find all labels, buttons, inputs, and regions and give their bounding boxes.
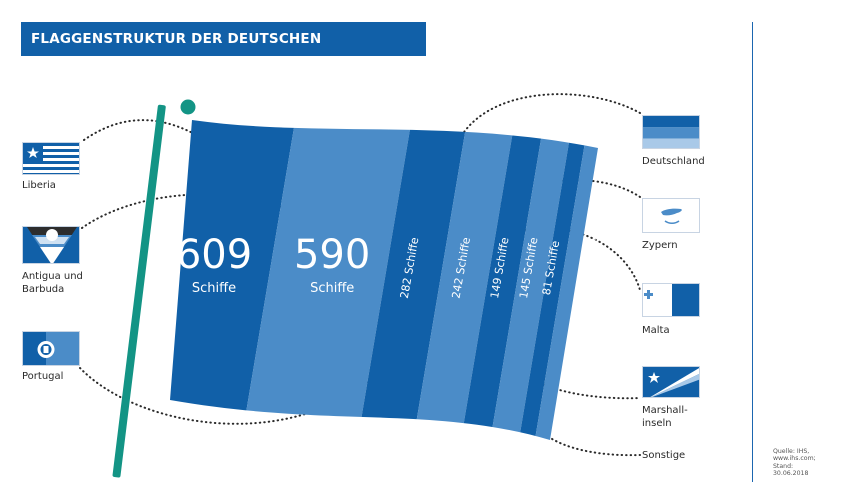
flag-bar-malta — [486, 120, 580, 440]
portugal-flag-icon — [22, 331, 80, 366]
source-line: 30.06.2018 — [773, 470, 809, 478]
label-zypern: Zypern — [642, 240, 678, 251]
flag-bar-portugal — [354, 120, 474, 440]
label-sonstige: Sonstige — [642, 450, 686, 461]
cyprus-flag-icon — [642, 198, 700, 233]
source-note: Quelle: IHS, www.ihs.com; Stand: 30.06.2… — [773, 448, 845, 478]
antigua-flag-icon — [22, 226, 80, 264]
label-line: Marshall- inseln — [642, 405, 688, 429]
marshall-islands-flag-icon — [642, 366, 700, 398]
flag-bar-liberia — [170, 120, 303, 440]
flag-bar-zypern — [457, 120, 551, 440]
bar-value-label: 590 — [294, 232, 370, 278]
label-line: Antigua und Barbuda — [22, 271, 83, 295]
bar-unit-label: Schiffe — [310, 281, 354, 296]
bar-value-label: 609 — [176, 232, 252, 278]
flag-bar-antigua-und-barbuda — [238, 120, 419, 440]
page-title: FLAGGENSTRUKTUR DER DEUTSCHEN HANDELSFLO… — [21, 22, 426, 81]
label-liberia: Liberia — [22, 180, 56, 191]
bar-unit-label: Schiffe — [192, 281, 236, 296]
liberia-flag-icon — [22, 142, 80, 175]
germany-flag-icon — [642, 115, 700, 149]
malta-flag-icon — [642, 283, 700, 317]
source-line: www.ihs.com; — [773, 455, 816, 463]
label-antigua-und-barbuda: Antigua und Barbuda — [22, 270, 83, 296]
flagpole-knob — [180, 99, 196, 115]
source-line: Stand: — [773, 462, 794, 470]
label-portugal: Portugal — [22, 371, 64, 382]
label-deutschland: Deutschland — [642, 156, 705, 167]
flag-bar-marshallinseln — [515, 120, 596, 440]
flag-bar-deutschland — [409, 120, 522, 440]
flagpole — [112, 104, 166, 478]
label-marshallinseln: Marshall- inseln — [642, 404, 688, 430]
label-malta: Malta — [642, 325, 670, 336]
vertical-divider — [752, 22, 753, 482]
source-line: Quelle: IHS, — [773, 448, 810, 455]
